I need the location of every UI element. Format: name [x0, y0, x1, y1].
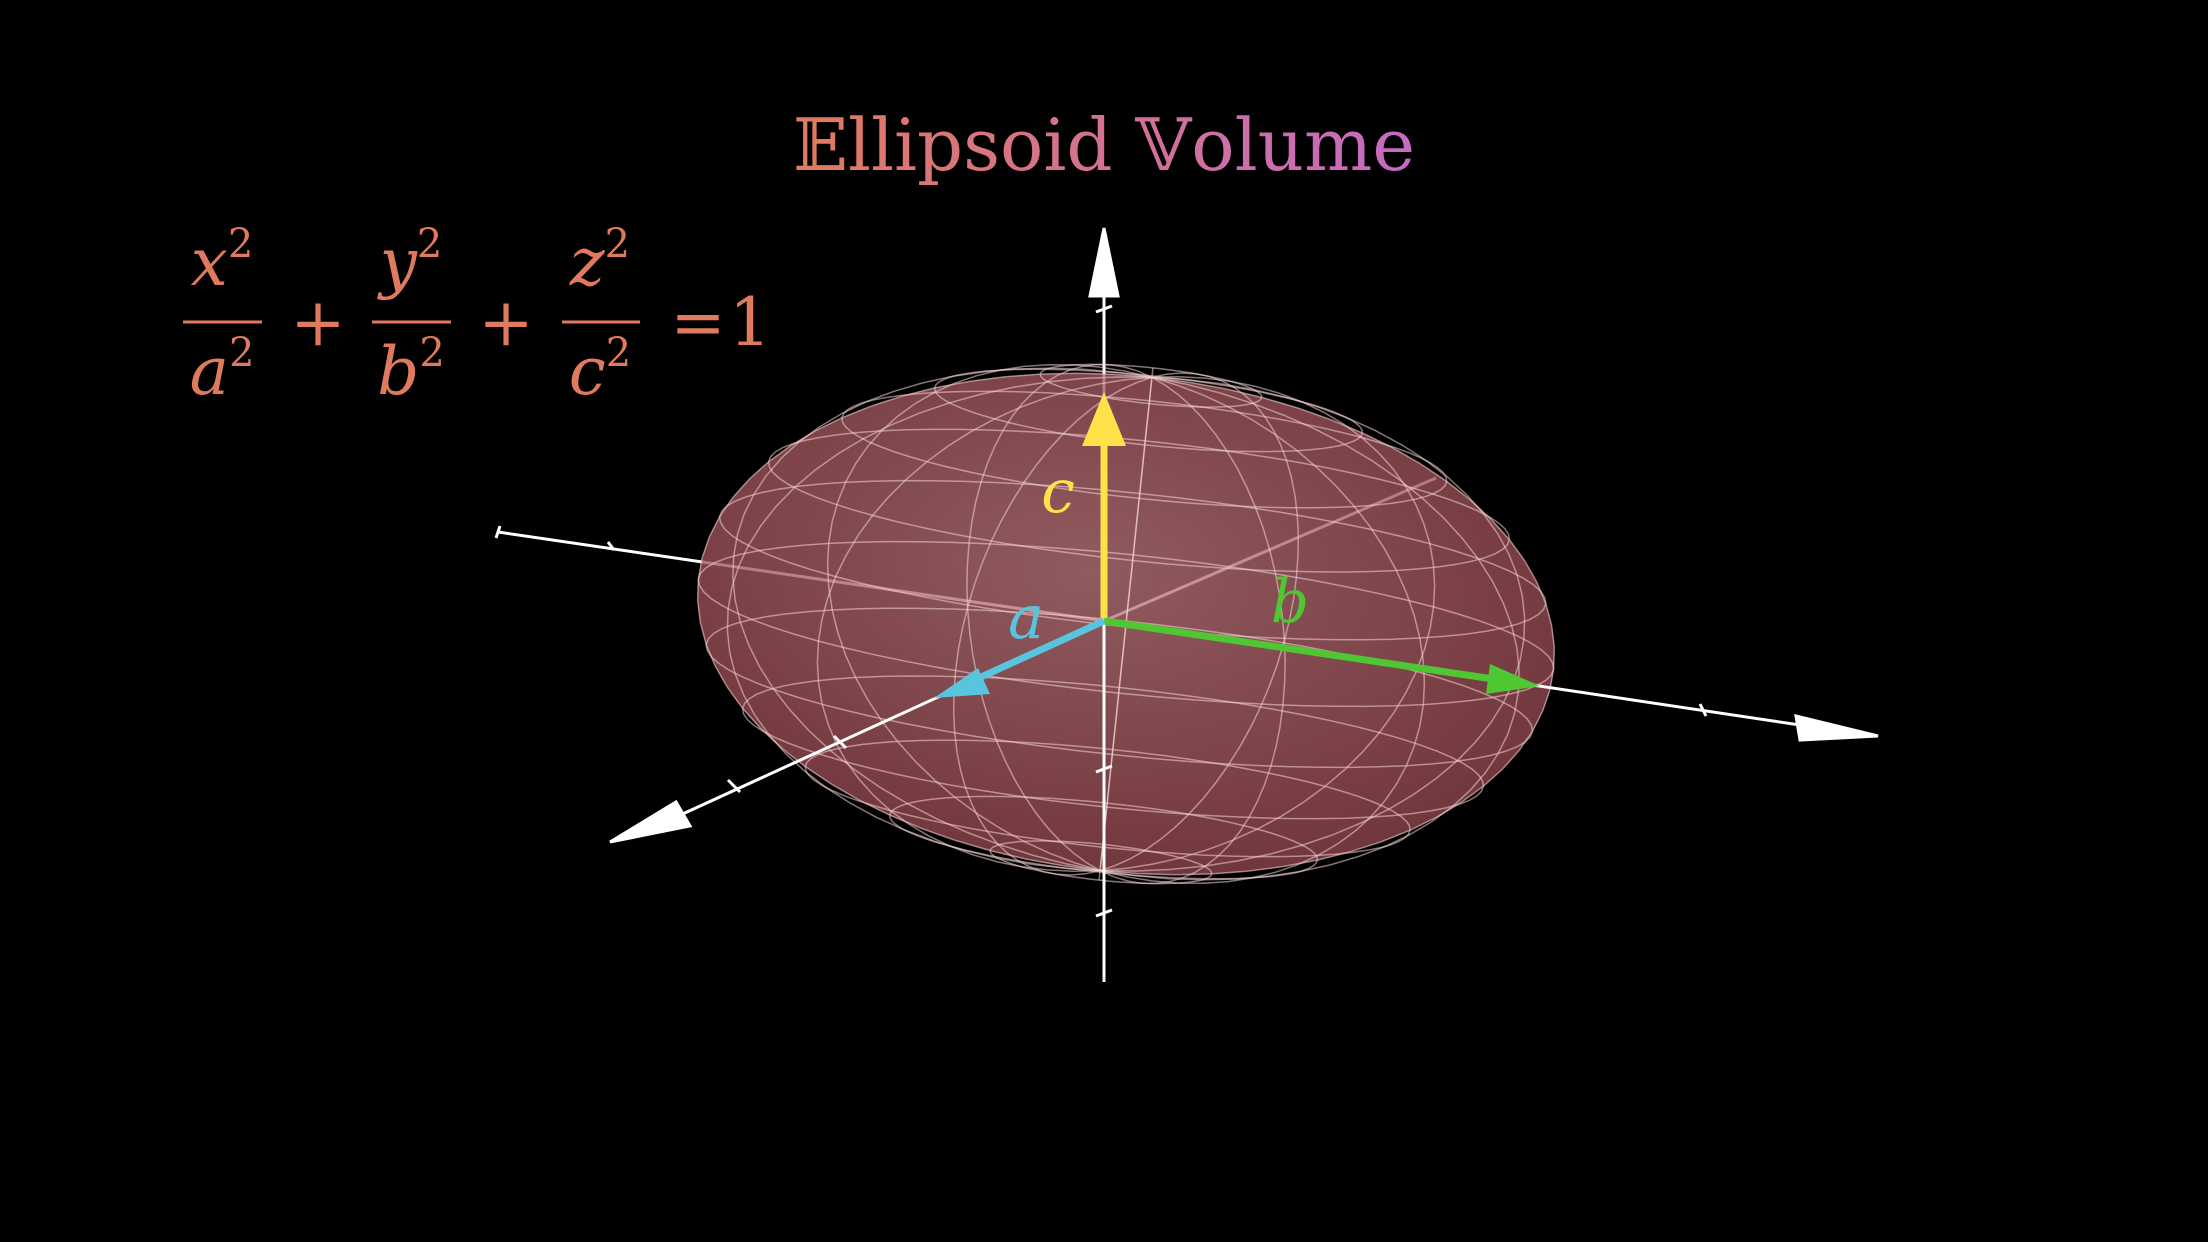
vector-b-label: b	[1271, 567, 1309, 637]
mesh-longitude-line	[1099, 376, 1286, 885]
title-blackboard-v: 𝕍	[1134, 103, 1192, 187]
mesh-longitude-line	[732, 367, 1153, 872]
mesh-longitude-line	[1099, 372, 1300, 872]
svg-text:b2: b2	[377, 330, 445, 410]
svg-text:x2: x2	[191, 221, 254, 301]
svg-text:y2: y2	[377, 221, 443, 301]
eq-term1-num-exp: 2	[228, 221, 253, 267]
vector-c-arrow-icon	[1082, 392, 1126, 446]
ellipsoid-equation: x2 a2 + y2 b2 + z2 c2 = 1	[183, 221, 771, 410]
mesh-longitude-line	[966, 363, 1153, 872]
mesh-longitude-line	[1099, 376, 1426, 885]
mesh-longitude-line	[1099, 376, 1520, 881]
x-tick-1	[726, 778, 742, 794]
eq-term1-den-exp: 2	[229, 330, 254, 376]
vector-b-arrow-icon	[1486, 664, 1540, 694]
vector-c-label: c	[1041, 457, 1075, 527]
semi-axis-vectors: c b a	[934, 392, 1540, 698]
mesh-longitude-line	[696, 372, 1152, 872]
mesh-longitude-line	[1099, 367, 1154, 871]
eq-term2-numerator: y	[377, 224, 418, 301]
z-tick-bottom	[1095, 908, 1113, 918]
eq-term2-den-exp: 2	[419, 330, 444, 376]
y-axis-arrow-icon	[1794, 714, 1879, 742]
svg-text:c2: c2	[569, 330, 631, 410]
eq-term3-denominator: c	[569, 333, 606, 410]
mesh-longitude-line	[1100, 376, 1526, 872]
eq-term3-num-exp: 2	[605, 221, 630, 267]
x-tick-2	[832, 734, 848, 750]
eq-rhs: 1	[729, 284, 771, 361]
title-blackboard-e: 𝔼	[793, 103, 848, 187]
title-word-1: llipsoid	[848, 103, 1135, 187]
eq-term1-numerator: x	[191, 224, 228, 301]
mesh-longitude-line	[1100, 376, 1556, 876]
eq-term2-denominator: b	[377, 333, 419, 410]
eq-term3-den-exp: 2	[606, 330, 631, 376]
eq-plus-2: +	[478, 284, 533, 361]
mesh-longitude-line	[952, 376, 1153, 876]
mesh-longitude-line	[726, 376, 1152, 872]
z-tick-mid	[1095, 764, 1113, 774]
scene-title: 𝔼llipsoid 𝕍olume	[793, 103, 1415, 187]
z-tick-top	[1095, 304, 1113, 314]
vector-a-label: a	[1008, 583, 1044, 653]
y-tick-1	[606, 541, 616, 551]
vector-a-shaft	[968, 617, 1106, 686]
y-tick-3	[1698, 703, 1708, 717]
y-tick-2	[494, 525, 502, 539]
ellipsoid-mesh	[696, 363, 1556, 885]
vector-b-shaft	[1103, 617, 1501, 684]
x-axis-arrow-icon	[609, 799, 693, 844]
eq-term3-numerator: z	[569, 224, 606, 301]
eq-term1-denominator: a	[190, 333, 229, 410]
eq-equals: =	[670, 284, 725, 361]
eq-term2-num-exp: 2	[417, 221, 442, 267]
svg-text:z2: z2	[569, 221, 630, 301]
eq-plus-1: +	[290, 284, 345, 361]
title-word-2: olume	[1191, 103, 1415, 187]
vector-a-arrow-icon	[934, 668, 990, 698]
mesh-longitude-line	[826, 363, 1153, 872]
z-axis-arrow-icon	[1088, 227, 1120, 298]
svg-text:a2: a2	[190, 330, 255, 410]
